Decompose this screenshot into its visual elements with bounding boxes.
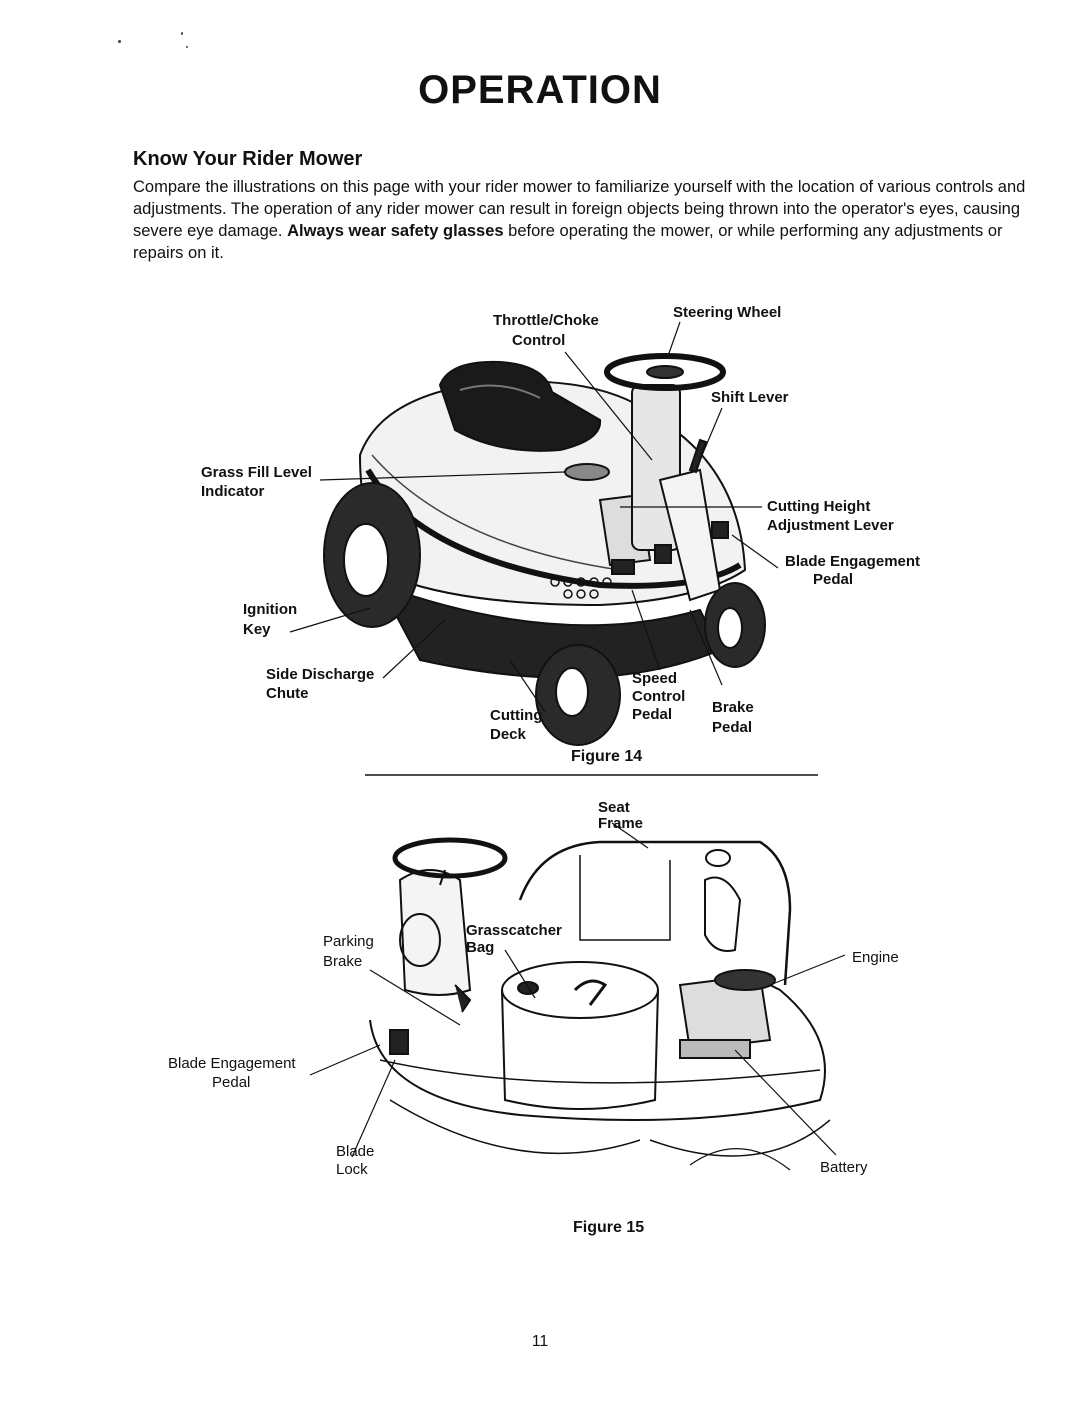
- label-brake-pedal: Pedal: [712, 719, 752, 736]
- seat-frame-slot: [705, 849, 731, 867]
- rider-mower-drawing: [323, 353, 766, 746]
- lever-shape: [711, 521, 729, 539]
- intro-safety-warning: Always wear safety glasses: [287, 222, 504, 240]
- label-parking-brake: Brake: [323, 953, 362, 970]
- label-steering-wheel: Steering Wheel: [673, 304, 781, 321]
- shift-lever-shape: [688, 438, 708, 474]
- body-outline: [369, 979, 826, 1121]
- figure-15-labels: Seat Frame Grasscatcher Bag Parking Brak…: [168, 799, 899, 1178]
- label-speed-control: Control: [632, 688, 685, 705]
- grasscatcher-body: [501, 989, 659, 1110]
- page-title: OPERATION: [418, 68, 662, 112]
- pedal-shape-2: [654, 544, 672, 564]
- steering-column: [398, 869, 472, 996]
- label-brake: Brake: [712, 699, 754, 716]
- figure-14-labels: Throttle/Choke Control Steering Wheel Sh…: [201, 304, 920, 743]
- steering-wheel-shape: [392, 837, 508, 879]
- label-cutting-height: Cutting Height: [767, 498, 870, 515]
- rear-right-rim: [717, 607, 743, 649]
- figure-15-caption: Figure 15: [573, 1219, 645, 1236]
- figure-14-caption: Figure 14: [571, 748, 643, 765]
- intro-text-2: before operating the mower, or while per…: [133, 222, 1003, 262]
- label-blade-engagement: Blade Engagement: [168, 1055, 296, 1072]
- label-side-discharge: Side Discharge: [266, 666, 374, 683]
- parking-brake-lever: [454, 984, 472, 1013]
- blade-engagement-pedal-shape: [389, 1029, 409, 1055]
- scan-speck: [118, 40, 121, 43]
- label-battery: Battery: [820, 1159, 868, 1176]
- tyre-arc: [689, 1148, 791, 1171]
- floor-grip: [550, 577, 612, 599]
- intro-paragraph: Compare the illustrations on this page w…: [133, 176, 1028, 264]
- section-heading: Know Your Rider Mower: [133, 148, 363, 170]
- label-throttle-choke: Throttle/Choke: [493, 312, 599, 329]
- label-speed: Speed: [632, 670, 677, 687]
- label-parking: Parking: [323, 933, 374, 950]
- label-blade-engagement: Blade Engagement: [785, 553, 920, 570]
- grasscatcher-cap: [517, 981, 539, 995]
- steering-wheel-shape: [604, 353, 726, 391]
- grasscatcher-handle: [573, 979, 608, 1006]
- front-wheel-rim: [555, 667, 589, 717]
- seat-frame-outline: [518, 840, 792, 986]
- rear-left-rim: [343, 523, 389, 597]
- label-blade-engagement-pedal: Pedal: [813, 571, 853, 588]
- pedal-shape: [611, 559, 635, 575]
- intro-text-1: Compare the illustrations on this page w…: [133, 178, 1026, 240]
- label-throttle-choke-2: Control: [512, 332, 565, 349]
- label-seat: Seat: [598, 799, 630, 816]
- label-blade-lock: Lock: [336, 1161, 368, 1178]
- page-number: 11: [531, 1333, 549, 1350]
- label-engine: Engine: [852, 949, 899, 966]
- label-ignition: Ignition: [243, 601, 297, 618]
- rear-view-drawing: [369, 837, 831, 1171]
- body-accent: [371, 454, 621, 571]
- scan-speck: [186, 46, 188, 48]
- seat-shape: [438, 360, 602, 452]
- label-side-discharge-chute: Chute: [266, 685, 309, 702]
- parking-brake-knob: [399, 913, 441, 967]
- steering-wheel-hub: [646, 365, 684, 379]
- label-speed-pedal: Pedal: [632, 706, 672, 723]
- label-grasscatcher-bag: Bag: [466, 939, 494, 956]
- label-seat-frame: Frame: [598, 815, 643, 832]
- seat-frame-inner: [579, 855, 671, 941]
- body-base: [379, 1059, 821, 1084]
- label-cutting-height-2: Adjustment Lever: [767, 517, 894, 534]
- label-cutting-deck-2: Deck: [490, 726, 527, 743]
- figure-14-illustration: Throttle/Choke Control Steering Wheel Sh…: [201, 304, 920, 776]
- engine-filter: [714, 969, 776, 991]
- leader-lines: [289, 321, 779, 713]
- label-grass-fill-level: Grass Fill Level: [201, 464, 312, 481]
- rear-tyre-left: [389, 1099, 641, 1155]
- label-shift-lever: Shift Lever: [711, 389, 789, 406]
- leader-lines-15: [309, 822, 846, 1158]
- rear-tyre-right: [649, 1119, 831, 1157]
- label-blade: Blade: [336, 1143, 374, 1160]
- label-blade-engagement-pedal: Pedal: [212, 1074, 250, 1091]
- label-grasscatcher: Grasscatcher: [466, 922, 562, 939]
- battery-shape: [679, 1039, 751, 1059]
- label-ignition-key: Key: [243, 621, 271, 638]
- scan-speck: [181, 32, 183, 35]
- seat-highlight: [459, 384, 541, 399]
- label-cutting-deck: Cutting: [490, 707, 542, 724]
- steering-shaft: [439, 869, 446, 886]
- label-grass-fill-indicator: Indicator: [201, 483, 265, 500]
- seat-frame-side: [704, 876, 742, 952]
